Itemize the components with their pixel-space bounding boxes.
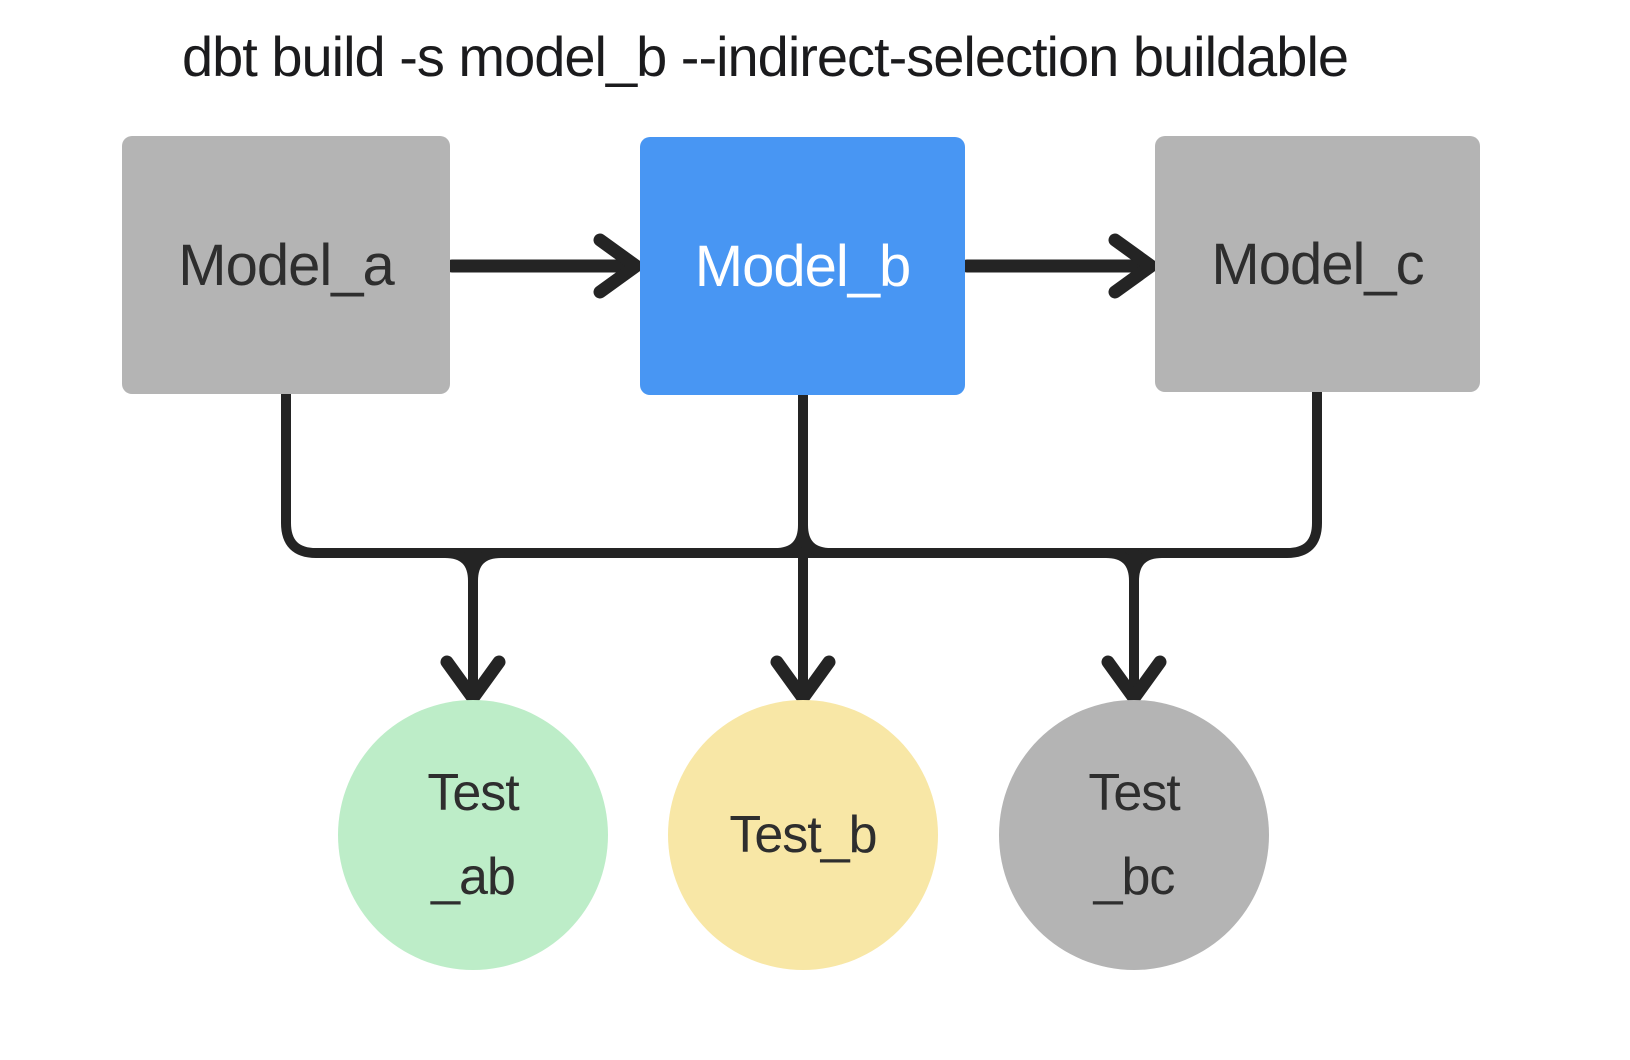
edge-drop-test-bc bbox=[1101, 548, 1167, 698]
node-test-b: Test_b bbox=[668, 700, 938, 970]
node-test-bc-label-line1: Test bbox=[1088, 764, 1180, 822]
node-test-ab: Test _ab bbox=[338, 700, 608, 970]
arrowhead-into-model-b-icon bbox=[593, 233, 643, 299]
node-model-c: Model_c bbox=[1155, 136, 1480, 392]
node-model-b: Model_b bbox=[640, 137, 965, 395]
arrowhead-into-test-ab-icon bbox=[440, 655, 506, 705]
node-model-a-label: Model_a bbox=[178, 232, 394, 298]
arrowhead-into-test-b-icon bbox=[770, 655, 836, 705]
arrowhead-into-model-c-icon bbox=[1108, 233, 1158, 299]
node-test-bc: Test _bc bbox=[999, 700, 1269, 970]
node-test-b-label-line1: Test_b bbox=[729, 806, 877, 864]
node-model-b-label: Model_b bbox=[694, 233, 911, 299]
node-test-ab-label-line2: _ab bbox=[431, 848, 516, 906]
node-model-c-label: Model_c bbox=[1211, 231, 1424, 297]
node-test-ab-label-line1: Test bbox=[427, 764, 519, 822]
node-model-a: Model_a bbox=[122, 136, 450, 394]
diagram-title: dbt build -s model_b --indirect-selectio… bbox=[181, 25, 1349, 88]
node-test-bc-label-line2: _bc bbox=[1093, 848, 1176, 906]
edge-drop-test-ab bbox=[440, 548, 506, 698]
arrowhead-into-test-bc-icon bbox=[1101, 655, 1167, 705]
fillet-model-b-junction bbox=[770, 520, 836, 558]
